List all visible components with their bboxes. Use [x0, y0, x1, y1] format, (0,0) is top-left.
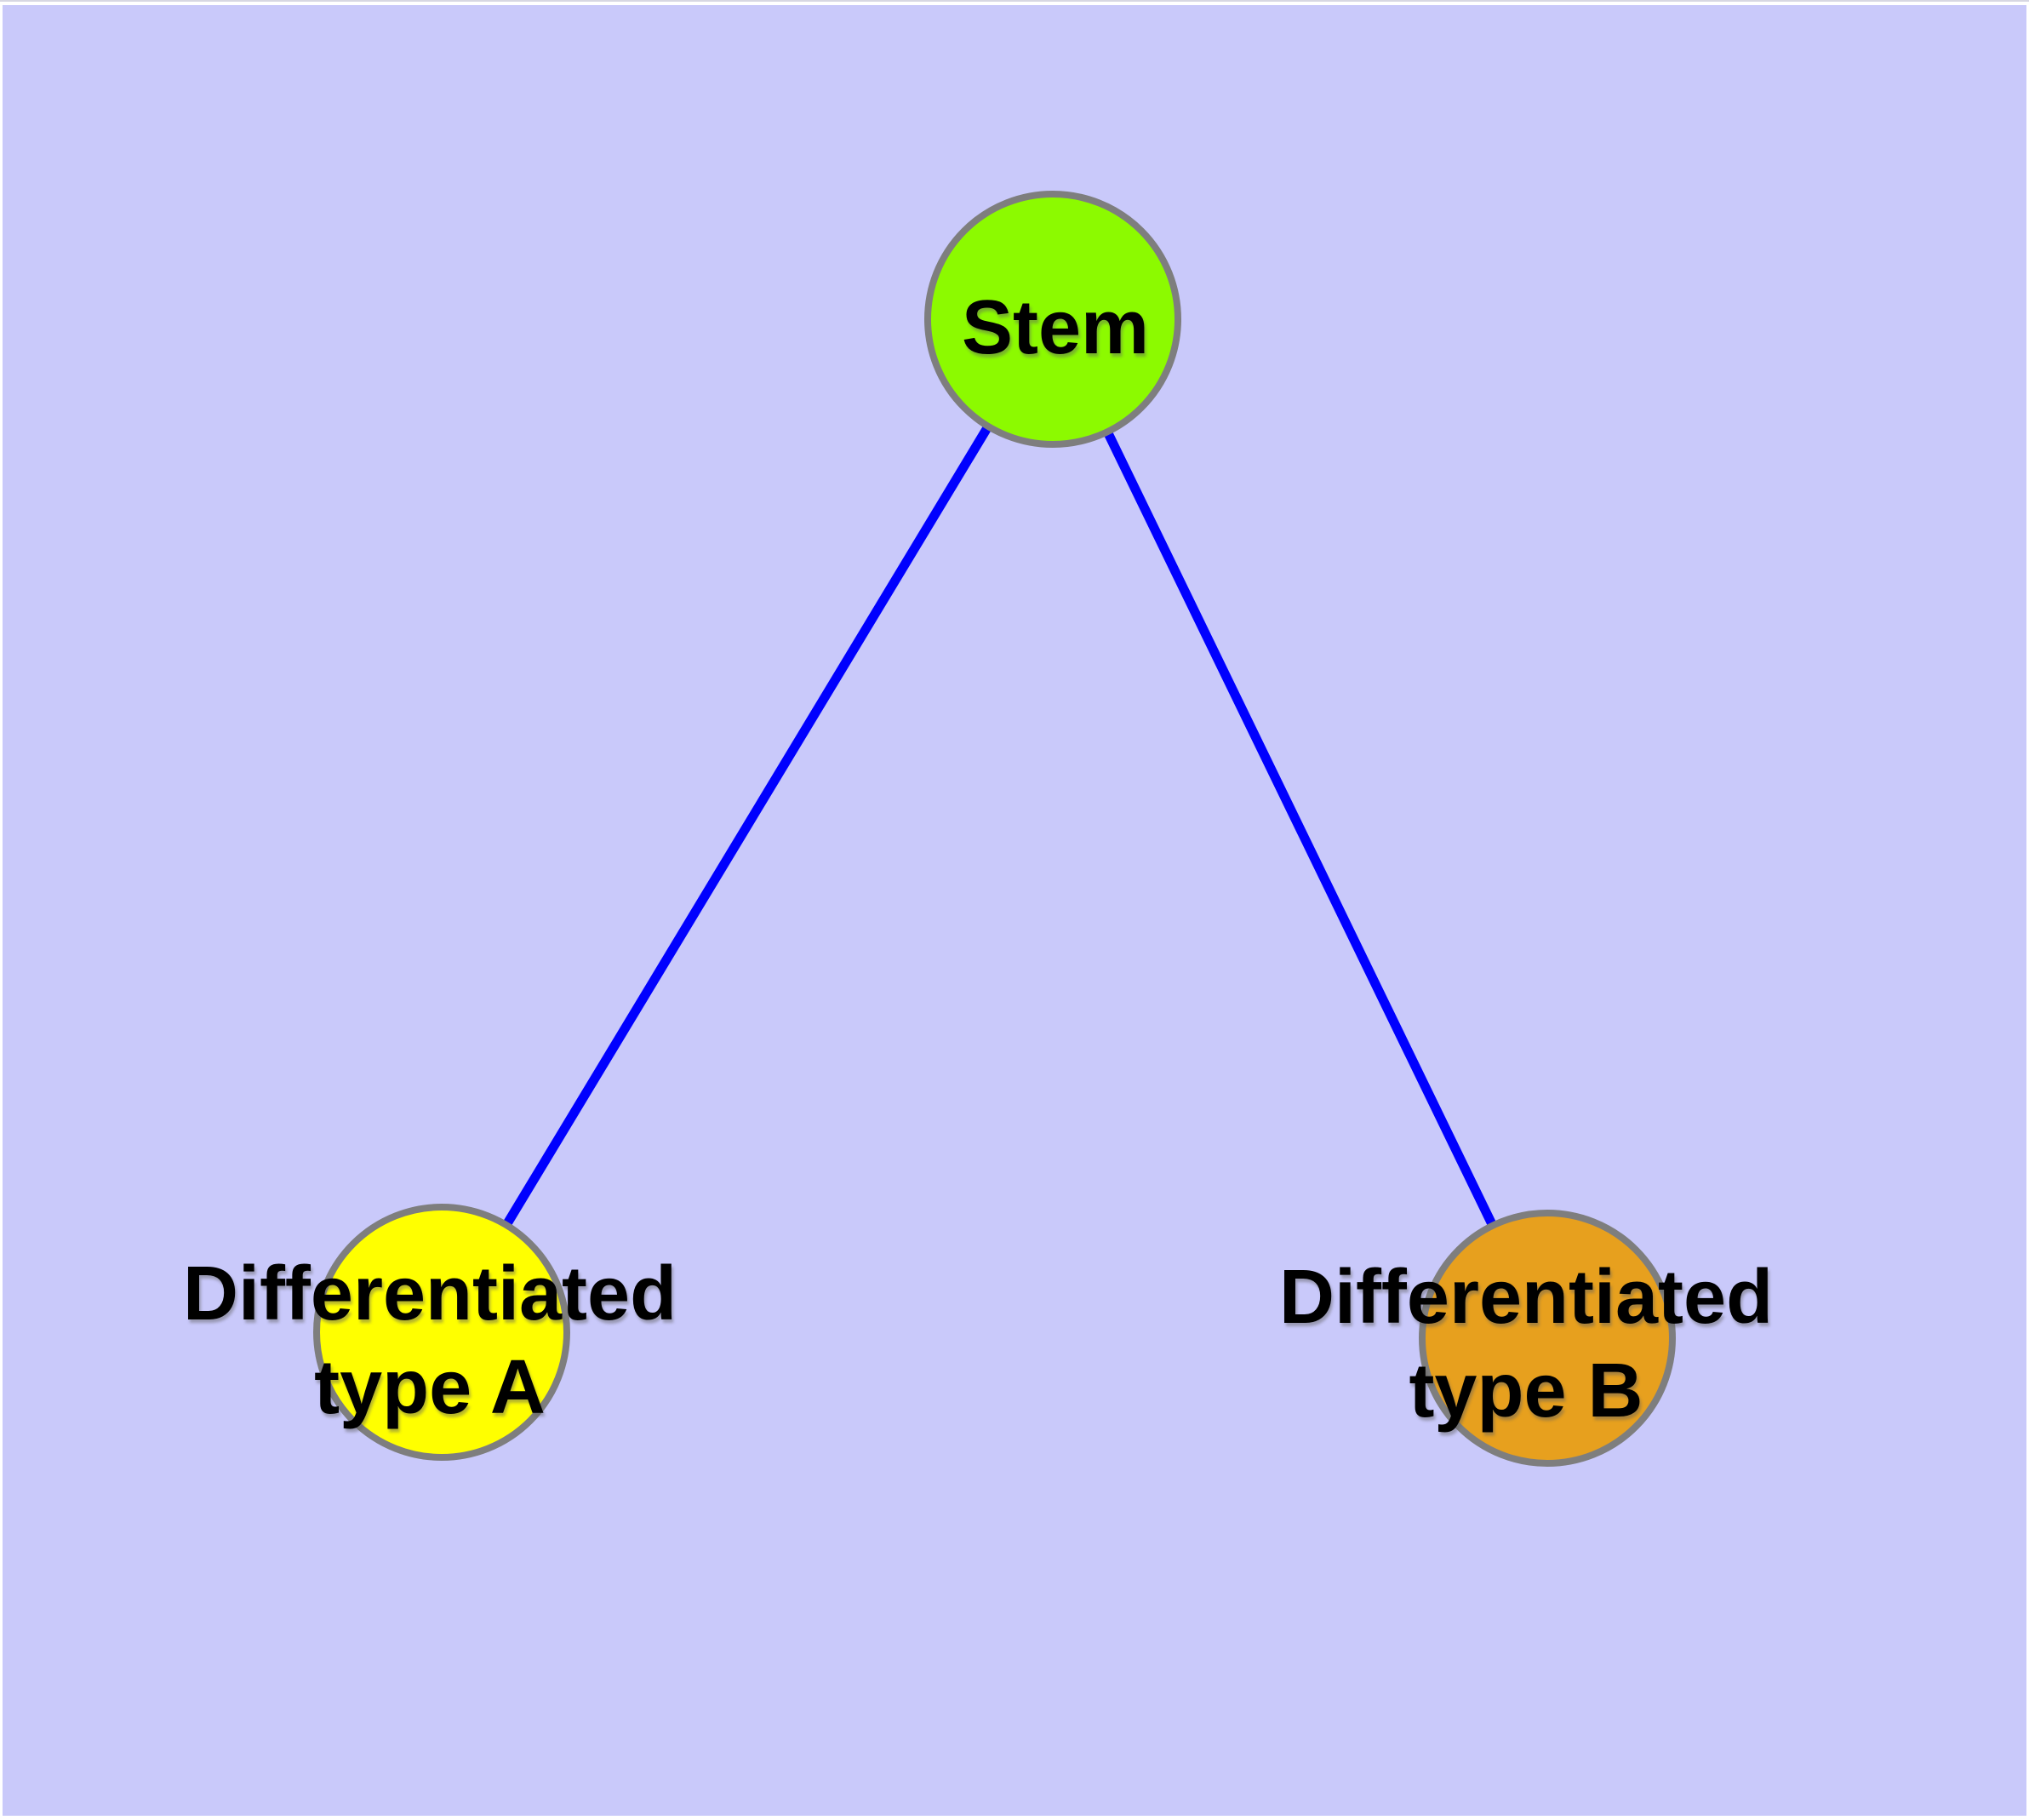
node-type-b-label-line2: type B: [1409, 1348, 1643, 1434]
top-edge-hairline: [0, 0, 2029, 2]
node-type-a-label-line1: Differentiated: [182, 1251, 677, 1336]
node-type-a-label-line2: type A: [314, 1345, 546, 1430]
diagram-canvas: Stem Differentiated type A Differentiate…: [3, 5, 2026, 1816]
node-type-b-label-line1: Differentiated: [1278, 1255, 1774, 1340]
node-stem-label: Stem: [961, 285, 1150, 370]
edge-stem-to-type-a: [437, 317, 1057, 1335]
node-stem-circle: [924, 191, 1181, 448]
edge-stem-to-type-b: [1049, 317, 1552, 1341]
node-type-b-label: Differentiated type B: [1279, 1251, 1773, 1438]
node-type-a-circle: [313, 1204, 570, 1461]
cell-lineage-graph: [313, 191, 1676, 1467]
node-type-a-label: Differentiated type A: [183, 1247, 677, 1434]
node-type-b-circle: [1419, 1210, 1676, 1467]
